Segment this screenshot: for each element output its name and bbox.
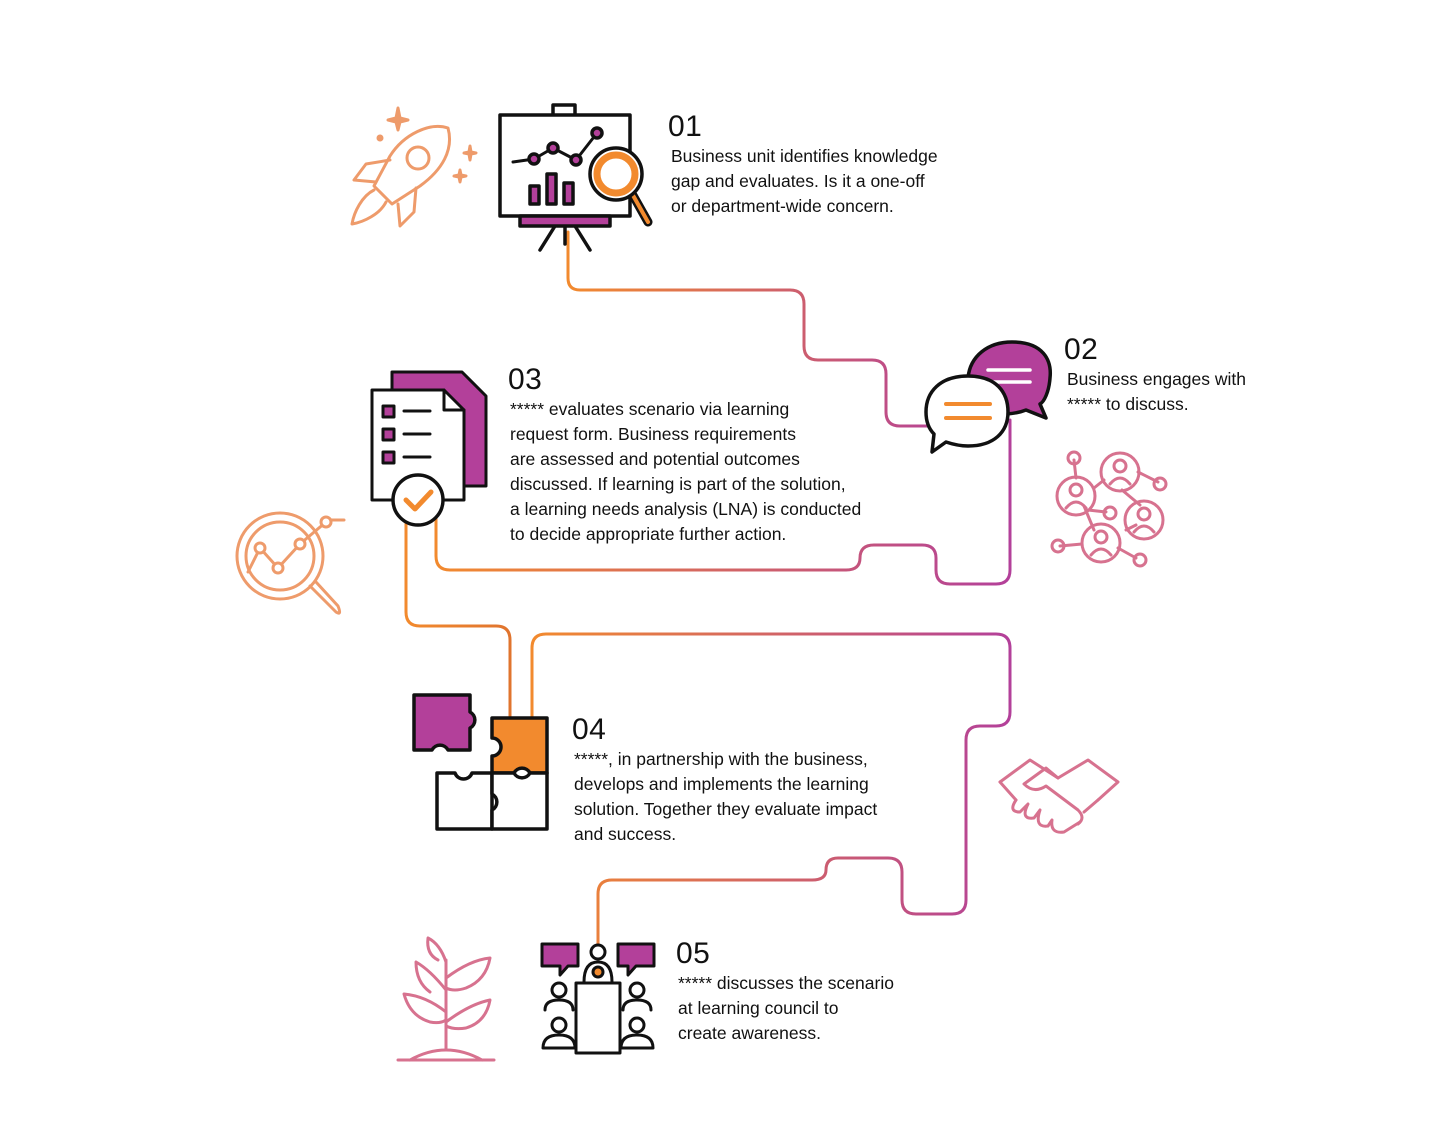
council-meeting-icon bbox=[540, 942, 656, 1055]
puzzle-pieces-icon bbox=[412, 693, 549, 831]
step-number: 05 bbox=[676, 937, 711, 970]
connector-03-04b bbox=[530, 632, 1012, 946]
step-number: 04 bbox=[572, 713, 607, 746]
step-03: 03 ***** evaluates scenario via learning… bbox=[508, 363, 861, 547]
step-02: 02 Business engages with ***** to discus… bbox=[1064, 333, 1246, 417]
network-people-icon bbox=[1050, 450, 1168, 568]
connector-02-03 bbox=[434, 418, 1012, 586]
connector-01-02 bbox=[566, 230, 937, 428]
chat-bubbles-icon bbox=[924, 340, 1052, 454]
step-number: 02 bbox=[1064, 333, 1099, 366]
step-01: 01 Business unit identifies knowledge ga… bbox=[668, 110, 938, 219]
step-04: 04 *****, in partnership with the busine… bbox=[572, 713, 877, 847]
presentation-analytics-icon bbox=[498, 103, 653, 252]
connector-lines bbox=[404, 230, 1012, 946]
step-description: *****, in partnership with the business,… bbox=[574, 749, 878, 844]
magnifier-chart-icon bbox=[235, 511, 346, 615]
step-number: 03 bbox=[508, 363, 543, 396]
step-description: Business unit identifies knowledge gap a… bbox=[671, 146, 938, 216]
connector-03-04a bbox=[404, 508, 512, 720]
sprout-icon bbox=[396, 936, 496, 1062]
step-description: Business engages with ***** to discuss. bbox=[1067, 369, 1246, 414]
checklist-document-icon bbox=[370, 370, 488, 527]
step-description: ***** evaluates scenario via learning re… bbox=[510, 399, 862, 544]
handshake-icon bbox=[998, 758, 1120, 834]
step-number: 01 bbox=[668, 110, 703, 143]
step-05: 05 ***** discusses the scenario at learn… bbox=[676, 937, 894, 1046]
step-description: ***** discusses the scenario at learning… bbox=[678, 973, 894, 1043]
rocket-icon bbox=[350, 106, 478, 228]
